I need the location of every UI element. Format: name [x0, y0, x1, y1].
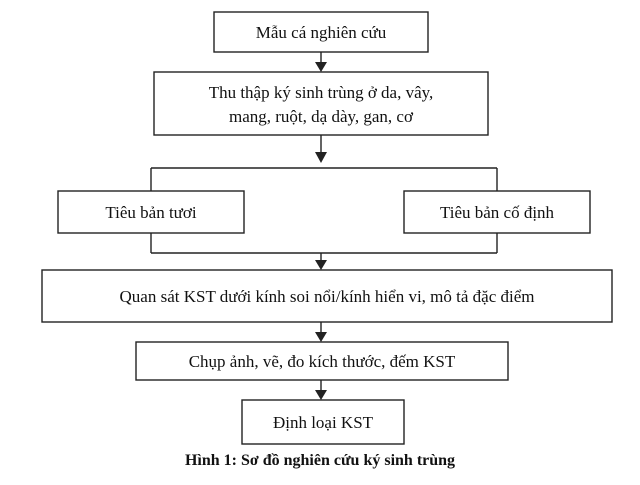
- node-chup-anh: Chụp ảnh, vẽ, đo kích thước, đếm KST: [135, 341, 509, 381]
- node-dinh-loai-label: Định loại KST: [273, 413, 374, 432]
- figure-caption: Hình 1: Sơ đồ nghiên cứu ký sinh trùng: [184, 452, 456, 469]
- node-tieu-ban-co-dinh: Tiêu bản cố định: [403, 190, 591, 234]
- arrowhead-thu-thap: [315, 62, 327, 72]
- node-thu-thap-label-line1: Thu thập ký sinh trùng ở da, vây,: [209, 83, 434, 102]
- arrowhead-split: [315, 152, 327, 163]
- node-thu-thap-label-line2: mang, ruột, dạ dày, gan, cơ: [229, 107, 414, 126]
- node-quan-sat-label: Quan sát KST dưới kính soi nổi/kính hiển…: [120, 287, 535, 306]
- node-thu-thap: Thu thập ký sinh trùng ở da, vây, mang, …: [153, 71, 489, 136]
- node-mau-ca-label: Mẫu cá nghiên cứu: [256, 23, 387, 42]
- node-tieu-ban-tuoi: Tiêu bản tươi: [57, 190, 245, 234]
- node-tieu-ban-co-dinh-label: Tiêu bản cố định: [440, 203, 555, 222]
- node-mau-ca: Mẫu cá nghiên cứu: [213, 11, 429, 53]
- arrowhead-quan-sat: [315, 260, 327, 270]
- node-tieu-ban-tuoi-label: Tiêu bản tươi: [105, 203, 197, 222]
- node-dinh-loai: Định loại KST: [241, 399, 405, 445]
- arrowhead-chup-anh: [315, 332, 327, 342]
- node-quan-sat: Quan sát KST dưới kính soi nổi/kính hiển…: [41, 269, 613, 323]
- edges: [150, 52, 498, 400]
- arrowhead-dinh-loai: [315, 390, 327, 400]
- node-chup-anh-label: Chụp ảnh, vẽ, đo kích thước, đếm KST: [189, 352, 456, 371]
